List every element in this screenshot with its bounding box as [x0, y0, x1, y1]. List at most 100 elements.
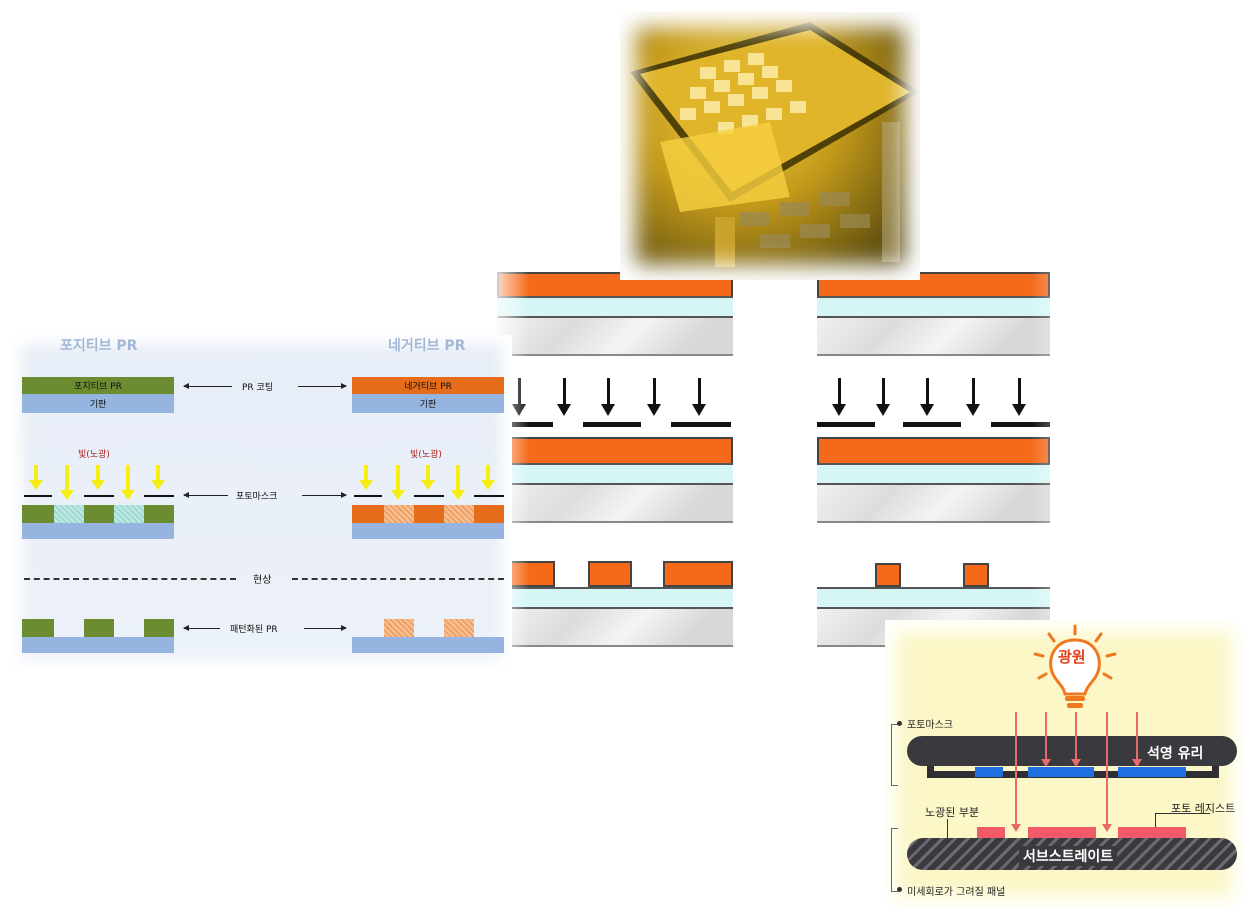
- negative-pr-label: 네거티브 PR: [404, 382, 452, 392]
- light-arrow: [359, 465, 373, 490]
- photo-illustration: [630, 22, 920, 267]
- positive-pr-label: 포지티브 PR: [74, 382, 122, 392]
- substrate-label: 기판: [419, 400, 437, 410]
- negative-pr-unexposed: [352, 505, 384, 523]
- patterned-pr: [144, 619, 174, 637]
- mask-block: [991, 422, 1050, 427]
- right-arrow: [302, 492, 347, 498]
- photoresist-block: [505, 561, 555, 587]
- light-arrow: [151, 465, 165, 490]
- mask-pattern: [1118, 767, 1186, 777]
- light-label: 빛(노광): [78, 450, 110, 460]
- mask-block: [583, 422, 641, 427]
- pr-coating-label: PR 코팅: [242, 383, 274, 393]
- oxide-layer: [505, 463, 733, 485]
- substrate-bracket: [891, 828, 898, 892]
- patterned-pr: [384, 619, 414, 637]
- light-label: 빛(노광): [410, 450, 442, 460]
- photoresist-block: [875, 563, 901, 587]
- exposure-arrow: [876, 378, 890, 416]
- light-arrow: [60, 465, 74, 500]
- mask-block: [817, 422, 875, 427]
- resist-block: [1118, 827, 1186, 838]
- photoresist-layer: [505, 437, 733, 463]
- photoresist-block: [963, 563, 989, 587]
- oxide-layer: [817, 587, 1050, 609]
- bullet-dot: [897, 721, 902, 726]
- photomask-label: 포토마스크: [907, 720, 953, 731]
- exposure-arrow: [512, 378, 526, 416]
- positive-pr-exposed: [114, 505, 144, 523]
- photoresist-layer: [817, 437, 1050, 463]
- substrate-layer: 기판: [22, 394, 174, 413]
- patterned-pr: [22, 619, 54, 637]
- photomask-segment: [144, 495, 174, 497]
- substrate-label: 서브스트레이트: [1019, 846, 1118, 866]
- left-arrow: [183, 625, 220, 631]
- patterned-pr: [444, 619, 474, 637]
- develop-divider: [24, 578, 236, 580]
- light-arrow: [481, 465, 495, 490]
- negative-pr-exposed: [444, 505, 474, 523]
- negative-pr-exposed: [384, 505, 414, 523]
- photoresist-block: [663, 561, 733, 587]
- light-ray: [1041, 712, 1051, 767]
- positive-pr-unexposed: [22, 505, 54, 523]
- exposure-arrow: [557, 378, 571, 416]
- develop-divider: [292, 578, 504, 580]
- negative-pr-header: 네거티브 PR: [388, 338, 466, 354]
- photomask-segment: [414, 495, 444, 497]
- light-arrow: [421, 465, 435, 490]
- light-ray: [1102, 712, 1112, 832]
- mask-block: [671, 422, 731, 427]
- light-bulb-icon: [1033, 624, 1117, 708]
- patterned-pr: [84, 619, 114, 637]
- exposure-arrow: [966, 378, 980, 416]
- light-ray: [1071, 712, 1081, 767]
- exposure-arrow: [692, 378, 706, 416]
- photomask-segment: [474, 495, 504, 497]
- positive-pr-layer: 포지티브 PR: [22, 377, 174, 394]
- substrate-layer: 기판: [352, 394, 504, 413]
- substrate-layer: [22, 523, 174, 539]
- mask-pattern: [975, 767, 1003, 777]
- light-arrow: [391, 465, 405, 500]
- photomask-segment: [354, 495, 382, 497]
- wafer-layer: [817, 483, 1050, 523]
- exposure-arrow: [832, 378, 846, 416]
- photomask-label: 포토마스크: [236, 492, 278, 502]
- panel-caption: 미세회로가 그려질 패널: [907, 887, 1006, 898]
- patterned-pr-label: 패턴화된 PR: [230, 625, 278, 635]
- photoresist-label: 포토 레지스트: [1171, 802, 1236, 815]
- oxide-layer: [817, 463, 1050, 485]
- photoresist-block: [588, 561, 632, 587]
- light-ray: [1132, 712, 1142, 767]
- callout-line: [1155, 813, 1210, 828]
- right-arrow: [304, 625, 347, 631]
- develop-label: 현상: [253, 575, 272, 586]
- negative-pr-unexposed: [414, 505, 444, 523]
- positive-pr-exposed: [54, 505, 84, 523]
- exposed-part-label: 노광된 부분: [925, 806, 980, 819]
- right-arrow: [298, 383, 347, 389]
- oxide-layer: [817, 296, 1050, 318]
- substrate-label: 기판: [89, 400, 107, 410]
- positive-pr-header: 포지티브 PR: [60, 338, 138, 354]
- light-arrow: [451, 465, 465, 500]
- wafer-layer: [505, 483, 733, 523]
- exposure-arrow: [1012, 378, 1026, 416]
- mask-block: [903, 422, 961, 427]
- substrate-layer: [352, 637, 504, 653]
- mask-block: [505, 422, 553, 427]
- wafer-layer: [817, 316, 1050, 356]
- oxide-layer: [505, 587, 733, 609]
- bullet-dot: [897, 887, 902, 892]
- left-arrow: [183, 383, 232, 389]
- left-arrow: [183, 492, 228, 498]
- exposure-arrow: [920, 378, 934, 416]
- light-arrow: [91, 465, 105, 490]
- wafer-layer: [505, 607, 733, 647]
- light-source-label: 광원: [1058, 648, 1086, 666]
- positive-pr-unexposed: [144, 505, 174, 523]
- photomask-photo: [620, 12, 920, 280]
